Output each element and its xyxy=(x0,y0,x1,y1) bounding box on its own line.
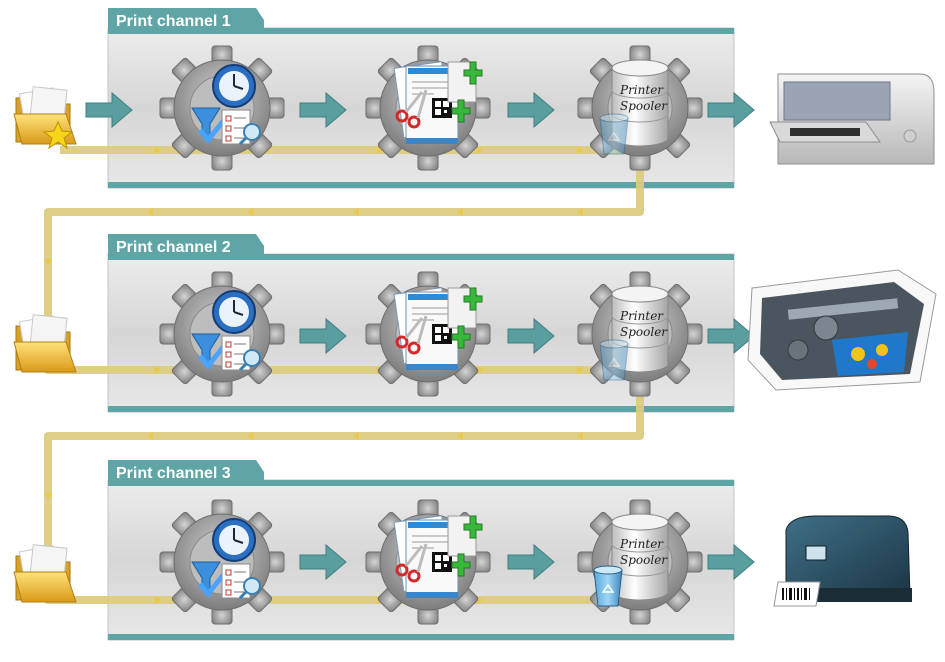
spooler-label-line1: Printer xyxy=(619,537,664,551)
input-folder-icon xyxy=(13,544,77,603)
printer-spooler-icon: Printer Spooler xyxy=(578,46,702,170)
desktop-printer-icon xyxy=(769,73,935,165)
channel-title-2: Print channel 2 xyxy=(116,239,231,256)
scheduler-filter-icon xyxy=(160,500,284,624)
spooler-label-line2: Spooler xyxy=(620,325,668,339)
offset-press-icon xyxy=(747,269,937,391)
channel-title-3: Print channel 3 xyxy=(116,465,231,482)
recycle-bin-icon xyxy=(599,339,629,381)
spooler-label-line1: Printer xyxy=(619,83,664,97)
document-edit-icon xyxy=(366,500,490,624)
channel-title-1: Print channel 1 xyxy=(116,13,231,30)
label-printer-icon xyxy=(773,515,912,607)
failover-path xyxy=(44,146,644,604)
printer-spooler-icon: Printer Spooler xyxy=(578,272,702,396)
input-folder-icon xyxy=(13,86,77,150)
printer-spooler-icon: Printer Spooler xyxy=(578,500,702,624)
scheduler-filter-icon xyxy=(160,46,284,170)
input-folder-icon xyxy=(13,314,77,373)
spooler-label-line1: Printer xyxy=(619,309,664,323)
spooler-label-line2: Spooler xyxy=(620,99,668,113)
document-edit-icon xyxy=(366,272,490,396)
recycle-bin-icon xyxy=(593,565,623,607)
recycle-bin-icon xyxy=(599,113,629,155)
scheduler-filter-icon xyxy=(160,272,284,396)
spooler-label-line2: Spooler xyxy=(620,553,668,567)
document-edit-icon xyxy=(366,46,490,170)
